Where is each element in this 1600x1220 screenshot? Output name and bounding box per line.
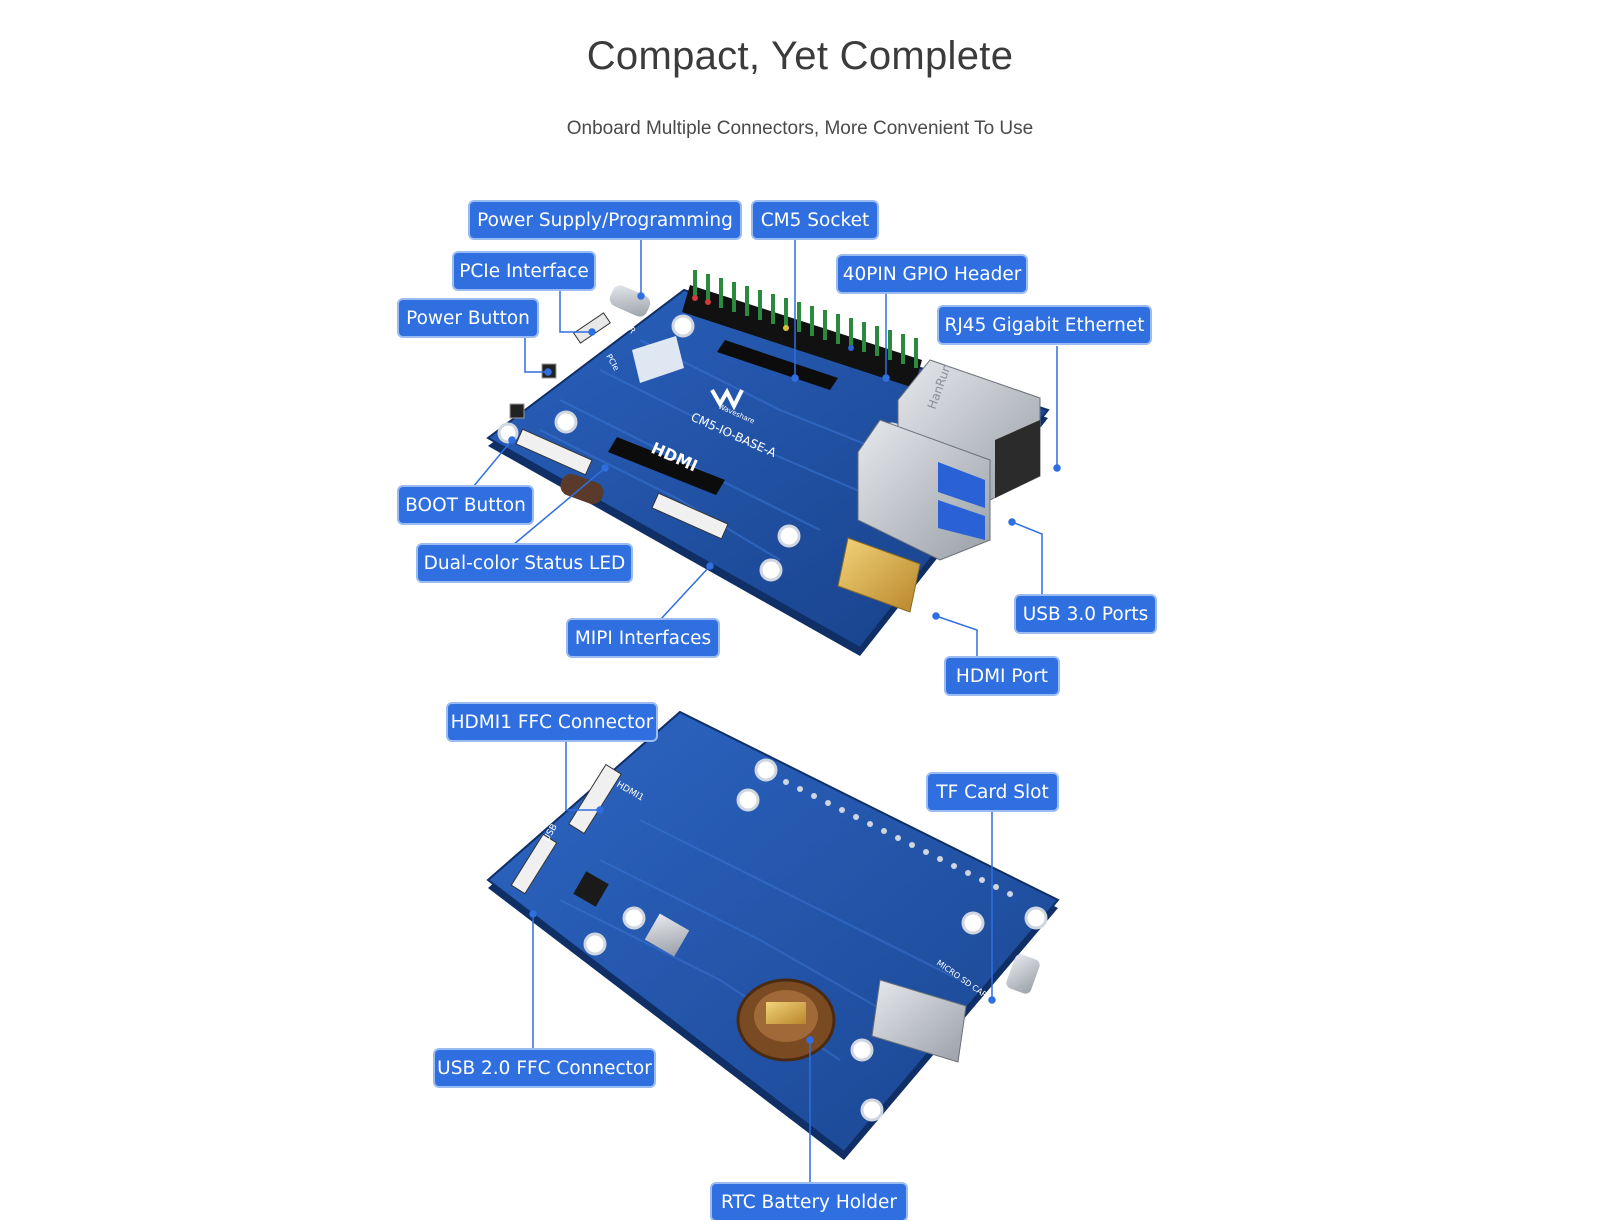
cm5-socket-connector-a <box>717 340 838 390</box>
rtc-battery-holder-part <box>736 978 836 1062</box>
cm5-socket-connector-b <box>608 437 725 495</box>
callout-usb-3-ports: USB 3.0 Ports <box>1016 596 1155 632</box>
hdmi-port-part <box>837 537 921 613</box>
callout-rtc-battery-holder: RTC Battery Holder <box>712 1184 906 1220</box>
callout-cm5-socket: CM5 Socket <box>753 202 877 238</box>
callout-tf-card-slot: TF Card Slot <box>928 774 1057 810</box>
usb-c-power-port <box>609 285 651 317</box>
page-subtitle: Onboard Multiple Connectors, More Conven… <box>566 118 1034 139</box>
callout-power-button: Power Button <box>399 300 537 336</box>
mipi-connector-1 <box>515 428 593 476</box>
hdmi1-ffc-part <box>568 763 622 835</box>
leader-lines <box>472 232 1061 1182</box>
top-board: CM5-IO-BASE-A HDMI Waveshare PCIe PWR Ha… <box>486 270 1050 656</box>
pcie-ffc-connector <box>573 312 611 344</box>
callout-hdmi1-ffc-connector: HDMI1 FFC Connector <box>448 704 656 740</box>
boot-button-part <box>509 403 525 419</box>
callout-40pin-gpio-header: 40PIN GPIO Header <box>838 256 1026 292</box>
callout-dual-color-status-led: Dual-color Status LED <box>418 545 631 581</box>
usb3-stack <box>857 419 991 561</box>
callout-boot-button: BOOT Button <box>399 487 532 523</box>
callout-mipi-interfaces: MIPI Interfaces <box>568 620 718 656</box>
bottom-mounting-holes <box>583 758 1048 1122</box>
waveshare-logo-icon <box>710 387 744 411</box>
page-title: Compact, Yet Complete <box>586 34 1014 78</box>
callout-rj45-gigabit-ethernet: RJ45 Gigabit Ethernet <box>939 307 1150 343</box>
callout-hdmi-port: HDMI Port <box>946 658 1058 694</box>
callout-power-supply-programming: Power Supply/Programming <box>470 202 740 238</box>
callout-pcie-interface: PCIe Interface <box>454 253 594 289</box>
callout-usb-2-ffc-connector: USB 2.0 FFC Connector <box>435 1050 654 1086</box>
gpio-header <box>682 270 922 388</box>
bottom-board: HDMI1 USB MICRO SD CARD <box>486 710 1060 1160</box>
usb2-ffc-part <box>510 833 558 895</box>
mipi-connector-2 <box>651 492 729 540</box>
